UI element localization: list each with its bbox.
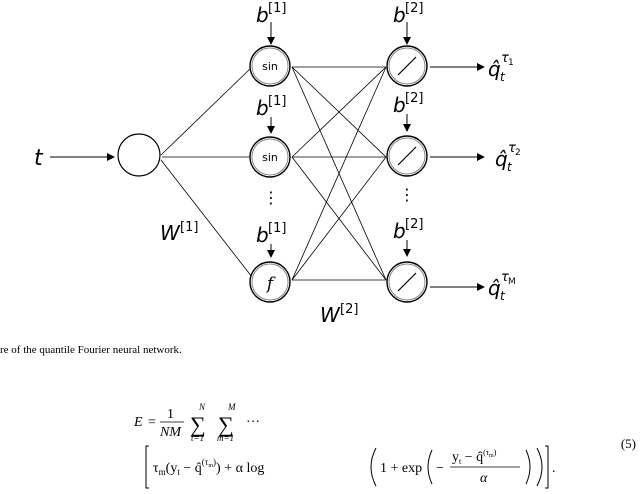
equation: E = 1 NM N ∑ t=1 M ∑ m=1 ··· τm(yt − q̂(… — [133, 402, 556, 489]
output-label-1: q̂ t τ 1 — [488, 51, 514, 84]
svg-text:.: . — [552, 461, 556, 476]
svg-text:−: − — [436, 461, 444, 476]
svg-text:[2]: [2] — [405, 217, 423, 232]
svg-text:q̂: q̂ — [488, 276, 501, 300]
bias-label-h3: b [1] — [256, 221, 286, 247]
hidden-node-label: sin — [262, 151, 278, 164]
svg-text:NM: NM — [159, 425, 182, 440]
svg-text:τ: τ — [508, 141, 516, 156]
svg-text:W: W — [160, 221, 181, 245]
hidden-node-label: sin — [262, 60, 278, 73]
input-node — [117, 133, 161, 177]
figure-caption: re of the quantile Fourier neural networ… — [0, 344, 182, 356]
weight1-label: W [1] — [160, 220, 198, 245]
svg-text:[2]: [2] — [405, 91, 423, 106]
svg-text:q̂: q̂ — [488, 57, 501, 81]
output-node-1 — [386, 45, 428, 87]
bias-label-o3: b [2] — [393, 217, 423, 243]
svg-text:τ: τ — [501, 51, 509, 66]
bias-label-o2: b [2] — [393, 91, 423, 117]
svg-text:[1]: [1] — [268, 221, 286, 236]
hidden-ellipsis: ⋮ — [263, 188, 279, 207]
svg-text:2: 2 — [515, 148, 521, 158]
svg-text:q̂: q̂ — [495, 147, 508, 171]
svg-text:W: W — [320, 303, 341, 327]
svg-text:τm(yt − q̂(τm)) + α log: τm(yt − q̂(τm)) + α log — [153, 457, 264, 477]
svg-text:E: E — [133, 415, 143, 430]
svg-text:[2]: [2] — [405, 1, 423, 16]
svg-text:b: b — [393, 219, 406, 243]
output-node-3 — [386, 261, 428, 303]
svg-text:b: b — [256, 3, 269, 27]
linear-activation-icon — [397, 272, 417, 292]
bias-label-h1: b [1] — [256, 1, 286, 27]
bias-label-o1: b [2] — [393, 1, 423, 27]
svg-text:τ: τ — [501, 270, 509, 285]
svg-text:b: b — [393, 93, 406, 117]
hidden-node-1 — [249, 45, 291, 87]
svg-text:[1]: [1] — [268, 1, 286, 16]
equation-number: (5) — [620, 436, 636, 451]
svg-text:b: b — [256, 96, 269, 120]
svg-text:[1]: [1] — [268, 94, 286, 109]
svg-text:m=1: m=1 — [217, 433, 234, 443]
output-label-2: q̂ t τ 2 — [495, 141, 521, 174]
linear-activation-icon — [397, 146, 417, 166]
output-label-3: q̂ t τ M — [488, 270, 516, 303]
bias-label-h2: b [1] — [256, 94, 286, 120]
svg-text:b: b — [393, 3, 406, 27]
svg-text:N: N — [198, 402, 206, 412]
svg-text:[2]: [2] — [340, 302, 358, 317]
svg-text:t: t — [500, 70, 506, 84]
svg-text:=: = — [148, 415, 156, 430]
weights-layer1 — [160, 66, 253, 278]
hidden-node-2 — [249, 136, 291, 178]
svg-text:yt − q̂(τm): yt − q̂(τm) — [452, 448, 497, 466]
svg-text:[1]: [1] — [180, 220, 198, 235]
svg-text:1: 1 — [167, 407, 174, 422]
svg-text:∑: ∑ — [218, 412, 234, 437]
hidden-node-label: f — [265, 274, 276, 294]
svg-text:t=1: t=1 — [191, 433, 204, 443]
svg-text:t: t — [500, 289, 506, 303]
output-node-2 — [386, 135, 428, 177]
weights-layer2 — [291, 66, 387, 281]
svg-text:···: ··· — [246, 415, 260, 430]
svg-text:1 + exp: 1 + exp — [380, 461, 422, 476]
svg-text:1: 1 — [508, 58, 514, 68]
output-ellipsis: ⋮ — [399, 185, 415, 204]
equation-block: E = 1 NM N ∑ t=1 M ∑ m=1 ··· τm(yt − q̂(… — [0, 390, 640, 490]
weight2-label: W [2] — [320, 302, 358, 327]
svg-text:M: M — [227, 402, 236, 412]
hidden-node-3 — [249, 261, 291, 303]
svg-text:t: t — [507, 160, 513, 174]
svg-text:α: α — [480, 471, 488, 486]
svg-text:b: b — [256, 223, 269, 247]
svg-text:M: M — [508, 277, 516, 287]
svg-text:∑: ∑ — [190, 412, 206, 437]
input-label: t — [34, 146, 44, 171]
linear-activation-icon — [397, 56, 417, 76]
network-diagram: sin sin f ⋮ ⋮ t b [1] b [1] b [1] b [2] … — [34, 1, 521, 327]
